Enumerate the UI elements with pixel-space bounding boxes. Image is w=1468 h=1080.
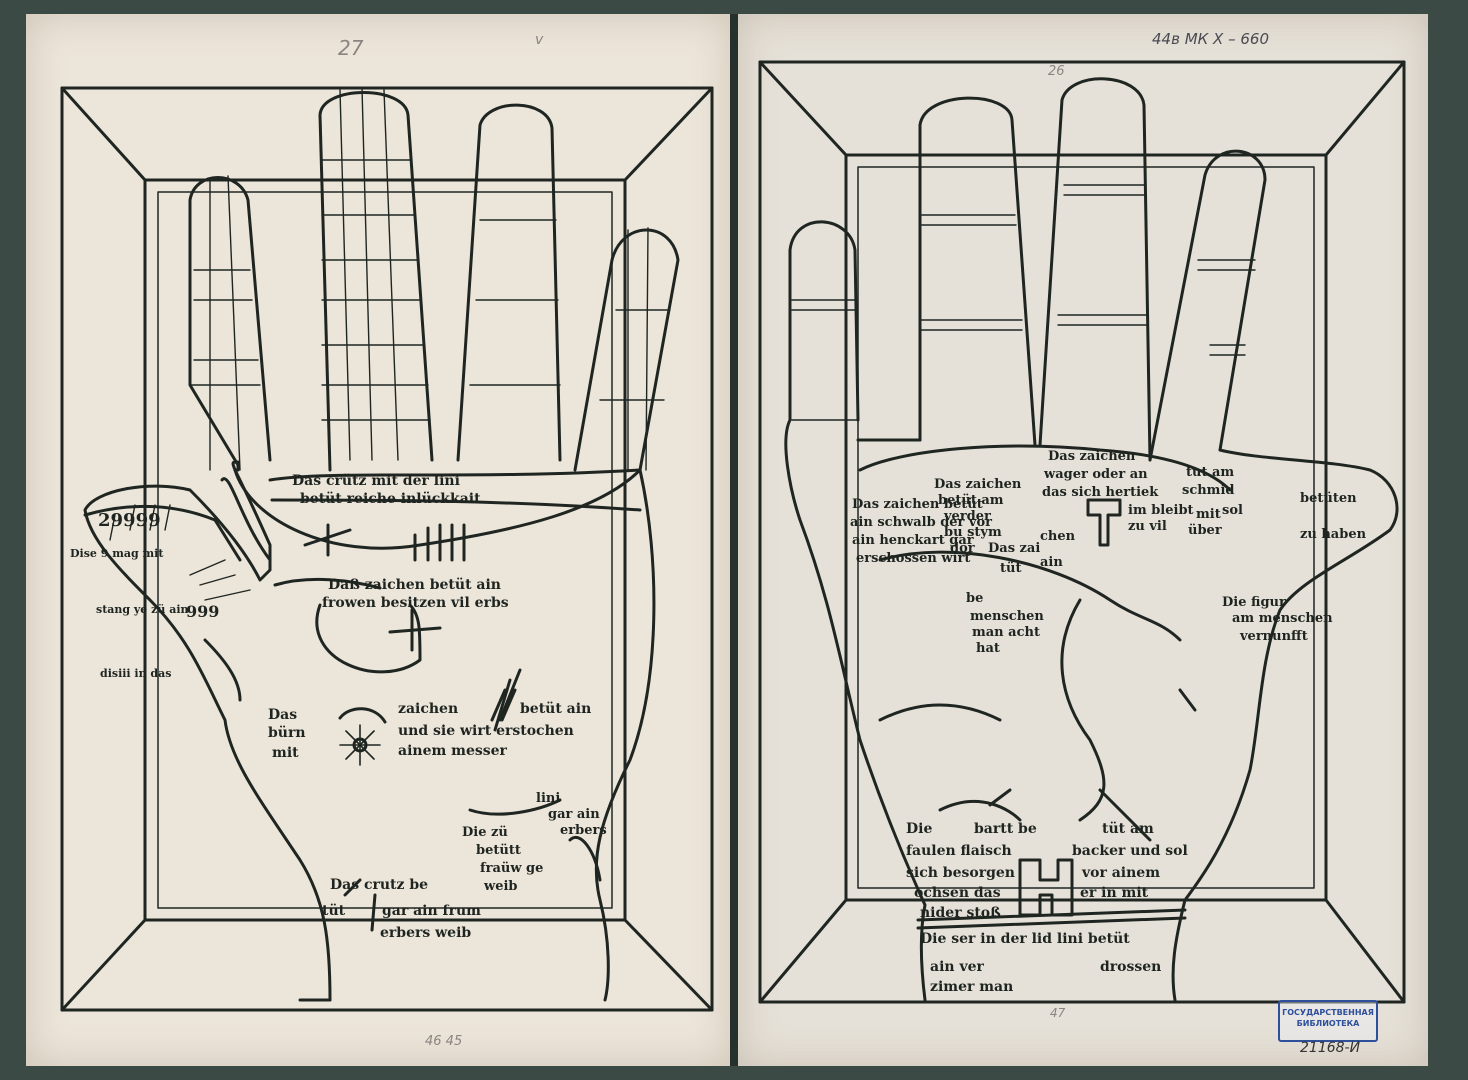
left-lower-right1: lini [536, 791, 561, 806]
right-t3c: tüt [1000, 561, 1022, 576]
left-mid-line1: Daß zaichen betüt ain [328, 577, 501, 593]
right-t1a: Das zaichen [934, 477, 1022, 492]
right-b2a: faulen flaisch [906, 843, 1012, 859]
left-bottom3: gar ain frum [382, 903, 481, 919]
right-t5e: zu haben [1300, 527, 1367, 542]
left-sun-left1: Das [268, 707, 298, 723]
left-palm-top-line1: Das crütz mit der lini [292, 473, 460, 489]
left-bottom4: erbers weib [380, 925, 472, 941]
right-t2c: das sich hertiek [1042, 485, 1159, 500]
right-t1d: bu stym [944, 525, 1002, 540]
right-wrist2: ain ver [930, 959, 984, 975]
right-page-pencil-bottom: 47 [1050, 1006, 1066, 1020]
right-t2g: zu vil [1128, 519, 1167, 534]
right-wrist3: drossen [1100, 959, 1162, 975]
right-t2b: wager oder an [1044, 467, 1148, 482]
right-t3e: be [966, 591, 984, 606]
right-t2e: schmid [1182, 483, 1235, 498]
right-t3b: chen [1040, 529, 1076, 544]
right-t6a: Das zaichen betüt [852, 497, 983, 512]
left-lower1: Die zü [462, 825, 508, 840]
right-b4a: ochsen das [914, 885, 1001, 901]
right-b4b: er in mit [1080, 885, 1149, 901]
right-t5d: betüten [1300, 491, 1357, 506]
left-thumb3: Dise 9 mag mit [70, 547, 164, 560]
left-page-pencil-bottom: 46 45 [425, 1034, 463, 1049]
right-t5a: Die figur [1222, 595, 1286, 610]
right-b3b: vor ainem [1082, 865, 1161, 881]
right-wrist4: zimer man [930, 979, 1014, 995]
right-t5b: am menschen [1232, 611, 1333, 626]
shelfmark: 44в МК Х – 660 [1152, 30, 1269, 48]
left-outer-frame [60, 86, 714, 1012]
left-thumb4: stang ye zü ain [96, 603, 189, 616]
right-t6d: erschossen wirt [856, 551, 971, 566]
right-t5c: vernunfft [1240, 629, 1308, 644]
left-thumb1: 29999 [98, 510, 161, 531]
right-wrist1: Die ser in der lid lini betüt [920, 931, 1130, 947]
book-gutter [730, 14, 740, 1066]
stamp-line1: ГОСУДАРСТВЕННАЯ [1282, 1008, 1374, 1017]
left-lower4: weib [484, 879, 518, 894]
left-sun-left3: mit [272, 745, 299, 761]
left-page-pencil-number: 27 [338, 36, 364, 60]
left-inner-frame [143, 178, 627, 922]
right-b1a: Die [906, 821, 933, 837]
library-stamp: ГОСУДАРСТВЕННАЯ БИБЛИОТЕКА [1278, 1000, 1378, 1042]
right-t3g: man acht [972, 625, 1040, 640]
left-palm-top-line2: betüt reiche inlückkait [300, 491, 481, 507]
left-bottom2: tüt [322, 903, 346, 919]
right-t4a: mit [1196, 507, 1221, 522]
left-lower-right3: erbers [560, 823, 607, 838]
right-page-pencil-number: 26 [1048, 64, 1065, 79]
left-sun-right1: zaichen [398, 701, 459, 717]
left-mid-line2: frowen besitzen vil erbs [322, 595, 509, 611]
right-t2a: Das zaichen [1048, 449, 1136, 464]
left-sun-right3: ainem messer [398, 743, 507, 759]
right-t3f: menschen [970, 609, 1044, 624]
right-b3a: sich besorgen [906, 865, 1015, 881]
left-sun-far: betüt ain [520, 701, 592, 717]
right-t6c: ain henckart gar [852, 533, 974, 548]
right-inner-frame [844, 153, 1328, 902]
left-thumb2: 999 [186, 602, 220, 621]
right-t2d: tut am [1186, 465, 1235, 480]
stamp-line2: БИБЛИОТЕКА [1296, 1019, 1360, 1028]
right-b5a: nider stoß [920, 905, 1001, 921]
left-lower-right2: gar ain [548, 807, 600, 822]
right-t1c: verder [944, 509, 991, 524]
stamp-number: 21168-И [1300, 1040, 1361, 1056]
right-t6b: ain schwalb der vor [850, 515, 993, 530]
left-lower2: betütt [476, 843, 521, 858]
left-page-pencil-mark: v [535, 32, 544, 48]
right-t1e: dor [950, 541, 975, 556]
right-t4c: über [1188, 523, 1222, 538]
left-sun-right2: und sie wirt erstochen [398, 723, 574, 739]
right-t2f: im bleibt [1128, 503, 1194, 518]
left-lower3: fraüw ge [480, 861, 544, 876]
right-b1b: bartt be [974, 821, 1037, 837]
right-t3h: hat [976, 641, 1000, 656]
right-b1c: tüt am [1102, 821, 1154, 837]
right-t3a: Das zai [988, 541, 1041, 556]
left-thumb5: disiii in das [100, 667, 172, 680]
right-outer-frame [758, 60, 1406, 1004]
right-t1b: betüt am [938, 493, 1004, 508]
right-page [738, 14, 1428, 1066]
right-t3d: ain [1040, 555, 1063, 570]
right-b2b: backer und sol [1072, 843, 1188, 859]
right-t4b: sol [1222, 503, 1243, 518]
left-bottom1: Das crutz be [330, 877, 429, 893]
left-sun-left2: bürn [268, 725, 306, 741]
